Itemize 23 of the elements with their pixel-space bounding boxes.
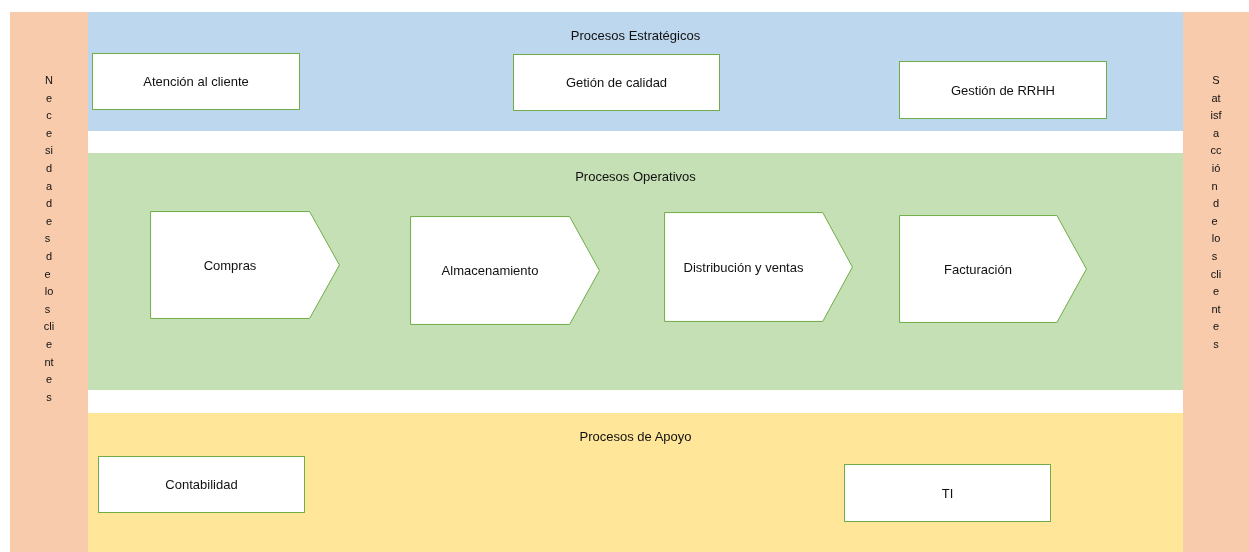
- vertical-label: Necesidades de los clientes: [43, 73, 55, 405]
- vertical-label: Satisfacción de los clientes: [1210, 73, 1222, 352]
- process-chevron: [899, 215, 1087, 323]
- process-box: Atención al cliente: [92, 53, 300, 110]
- process-box: Getión de calidad: [513, 54, 720, 111]
- band-title: Procesos de Apoyo: [579, 429, 692, 444]
- process-label: Compras: [203, 257, 257, 273]
- process-box: TI: [844, 464, 1051, 522]
- process-box: Gestión de RRHH: [899, 61, 1107, 119]
- process-box: Contabilidad: [98, 456, 305, 513]
- process-label: Distribución y ventas: [683, 259, 804, 275]
- process-chevron: [664, 212, 853, 322]
- process-band: [88, 12, 1183, 131]
- band-title: Procesos Estratégicos: [570, 28, 701, 43]
- band-title: Procesos Operativos: [575, 169, 696, 184]
- process-label: Almacenamiento: [441, 263, 539, 278]
- side-band: [1183, 12, 1249, 552]
- process-band: [88, 413, 1183, 552]
- process-chevron: [150, 211, 340, 319]
- process-chevron: [410, 216, 600, 325]
- process-label: Facturación: [944, 261, 1012, 277]
- process-band: [88, 153, 1183, 390]
- side-band: [10, 12, 88, 552]
